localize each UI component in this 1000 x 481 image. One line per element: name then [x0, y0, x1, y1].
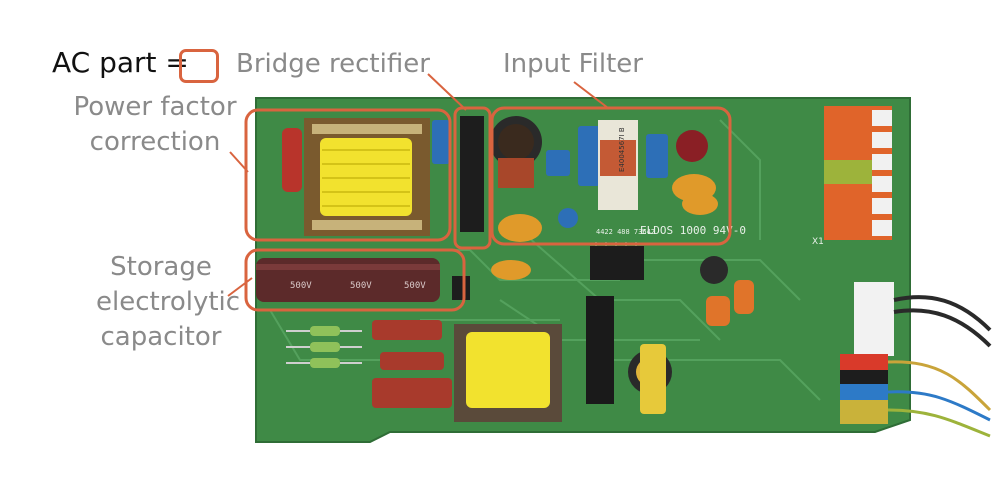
- storage-label-line3: capacitor: [100, 322, 222, 352]
- mains-terminal-block: [824, 106, 892, 240]
- filter-blue-cap-2: [578, 126, 600, 186]
- pfc-transformer: [304, 118, 430, 236]
- power-factor-label-line1: Power factor: [73, 92, 237, 122]
- highlight-storage-capacitor: [244, 248, 466, 312]
- x1-marking: X1: [812, 237, 824, 247]
- pfc-red-capacitor: [282, 128, 302, 192]
- small-blue-cap: [558, 208, 578, 228]
- pointer-input-filter: [573, 81, 609, 109]
- storage-label-line1: Storage: [110, 252, 212, 282]
- filter-yellow-cap-2: [682, 193, 718, 215]
- heatsink-mosfet: [586, 296, 614, 404]
- film-cap-3: [372, 378, 452, 408]
- output-terminal-block: [840, 354, 888, 424]
- film-cap-2: [380, 352, 444, 370]
- choke-marking: E4004567I B: [618, 127, 626, 172]
- filter-blue-cap-1: [546, 150, 570, 176]
- input-filter-label: Input Filter: [503, 49, 643, 79]
- cap-marking-3: 500V: [404, 281, 426, 291]
- controller-ic: [590, 246, 644, 280]
- electrolytic-capacitor: 500V 500V 500V: [256, 258, 440, 302]
- ac-part-highlights: [244, 106, 732, 312]
- highlight-input-filter: [490, 106, 732, 246]
- highlight-bridge-rectifier: [453, 106, 492, 250]
- pointer-bridge-rectifier: [427, 73, 467, 111]
- highlight-power-factor-correction: [244, 108, 452, 242]
- pointer-power-factor: [229, 151, 249, 173]
- filter-red-cap: [676, 130, 708, 162]
- cable-black: [893, 295, 992, 348]
- bridge-rectifier-component: [460, 116, 484, 232]
- pointer-storage: [227, 277, 253, 297]
- legend-swatch: [179, 49, 219, 83]
- bridge-rectifier-label: Bridge rectifier: [236, 49, 430, 79]
- filter-blue-cap-3: [646, 134, 668, 178]
- yellow-cap-c401: [491, 260, 531, 280]
- inductor-l404: [700, 256, 728, 284]
- board-model-text: ELDOS 1000 94V-0: [640, 224, 746, 237]
- film-cap-1: [372, 320, 442, 340]
- pfc-blue-capacitor: [432, 120, 450, 164]
- orange-cap-2: [734, 280, 754, 314]
- legend-label: AC part =: [52, 46, 189, 79]
- orange-cap-1: [706, 296, 730, 326]
- resistor-group: [286, 326, 362, 368]
- board-numbers-text: 4422 488 73642: [596, 228, 655, 236]
- yellow-component: [640, 344, 666, 414]
- small-ic: [452, 276, 470, 300]
- cap-marking-2: 500V: [350, 281, 372, 291]
- cable-wires: [887, 360, 992, 438]
- power-factor-label-line2: correction: [89, 127, 221, 157]
- label-pointers: [227, 73, 609, 297]
- connector-white: [854, 282, 894, 356]
- storage-label-line2: electrolytic: [96, 287, 241, 317]
- cap-marking-1: 500V: [290, 281, 312, 291]
- yellow-cap-bottom: [498, 214, 542, 242]
